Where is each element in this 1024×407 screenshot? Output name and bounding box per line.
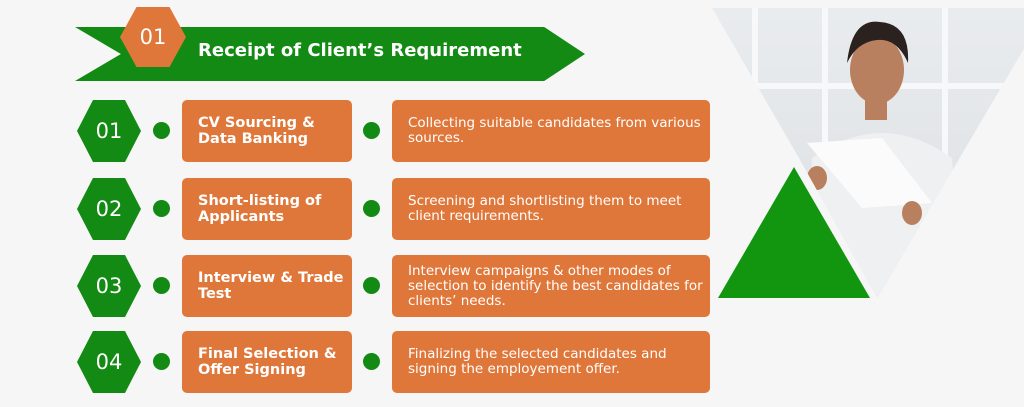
connector-dot <box>363 200 380 217</box>
step-number: 04 <box>77 331 141 393</box>
step-description: Collecting suitable candidates from vari… <box>392 100 710 162</box>
step-row: 04 Final Selection & Offer Signing Final… <box>0 331 720 393</box>
connector-dot <box>153 122 170 139</box>
connector-dot <box>153 353 170 370</box>
step-description: Screening and shortlisting them to meet … <box>392 178 710 240</box>
step-title: Interview & Trade Test <box>182 255 352 317</box>
step-description: Finalizing the selected candidates and s… <box>392 331 710 393</box>
step-row: 01 CV Sourcing & Data Banking Collecting… <box>0 100 720 162</box>
banner-number-badge: 01 <box>120 7 186 67</box>
connector-dot <box>153 277 170 294</box>
step-row: 02 Short-listing of Applicants Screening… <box>0 178 720 240</box>
banner-title: Receipt of Client’s Requirement <box>198 40 522 61</box>
connector-dot <box>363 277 380 294</box>
step-title: Short-listing of Applicants <box>182 178 352 240</box>
step-number: 01 <box>77 100 141 162</box>
step-title: CV Sourcing & Data Banking <box>182 100 352 162</box>
connector-dot <box>363 122 380 139</box>
step-number: 03 <box>77 255 141 317</box>
step-title: Final Selection & Offer Signing <box>182 331 352 393</box>
step-number: 02 <box>77 178 141 240</box>
step-row: 03 Interview & Trade Test Interview camp… <box>0 255 720 317</box>
connector-dot <box>153 200 170 217</box>
step-description: Interview campaigns & other modes of sel… <box>392 255 710 317</box>
connector-dot <box>363 353 380 370</box>
